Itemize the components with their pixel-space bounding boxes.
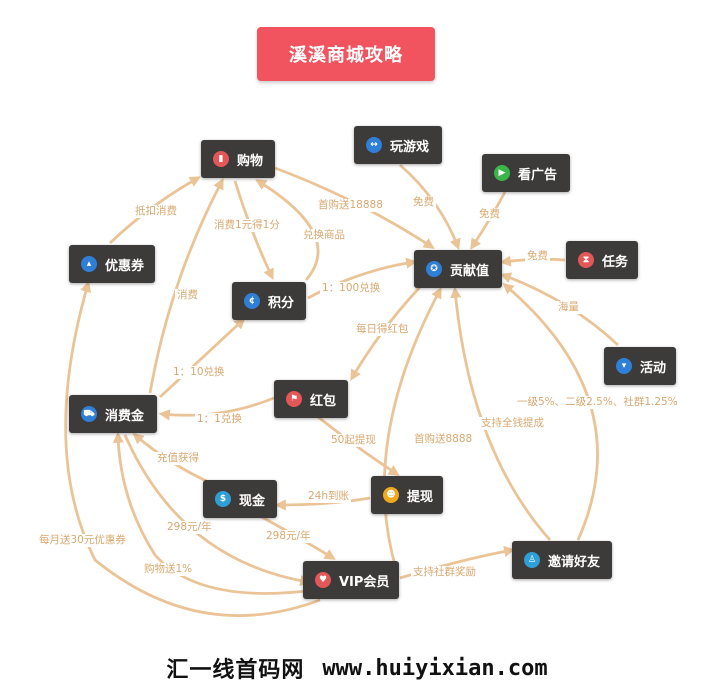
node-label: 玩游戏 [390,139,430,155]
edge-label-activity-contribution: 海量 [556,301,581,314]
node-red-packet[interactable]: ⚑ 红包 [274,380,348,418]
node-shopping[interactable]: ▮ 购物 [201,140,275,178]
edge-redpacket-withdraw [317,415,400,476]
edge-label-cash-consumption: 充值获得 [155,452,201,465]
edge-vip-coupon [64,280,321,617]
node-label: 看广告 [518,167,558,183]
play-icon: ▶ [494,165,510,181]
node-label: VIP会员 [339,574,390,590]
edge-invite-full [450,286,552,541]
node-cash[interactable]: $ 现金 [203,480,277,518]
edge-label-vip-consumption: 购物送1% [142,563,195,576]
flag-icon: ⚑ [286,391,302,407]
edge-consumption-points [159,317,246,399]
node-label: 邀请好友 [548,554,601,570]
node-label: 提现 [407,489,434,505]
edge-label-vip-contribution: 首购送8888 [412,433,475,446]
edge-label-vip-coupon: 每月送30元优惠券 [37,534,128,547]
edge-label-consumption-vip: 298元/年 [165,521,214,534]
edge-label-consumption-shopping: 消费 [175,289,200,302]
chart-icon: ▴ [81,256,97,272]
edge-consumption-vip [123,434,312,587]
node-tasks[interactable]: ⧗ 任务 [566,241,638,279]
watermark-footer: 汇一线首码网 www.huiyixian.com [0,650,714,686]
edge-invite-rebate [502,282,599,541]
node-label: 购物 [237,153,264,169]
coin-icon: ¢ [244,293,260,309]
dollar-icon: $ [215,491,231,507]
edge-points-contribution [307,257,418,300]
node-activity[interactable]: ▾ 活动 [604,347,676,385]
heart-icon: ♥ [315,572,331,588]
edge-label-contribution-redpacket: 每日得红包 [354,323,411,336]
edge-consumption-shopping [148,178,224,394]
footer-brand: 汇一线首码网 [166,658,305,683]
node-label: 消费金 [105,408,145,424]
edge-label-coupon-shopping: 抵扣消费 [133,205,179,218]
edge-vip-contribution [383,287,442,566]
edge-label-shopping-contribution: 首购送18888 [316,199,385,212]
edge-label-shopping-points: 消费1元得1分 [212,219,282,232]
node-coupon[interactable]: ▴ 优惠券 [69,245,155,283]
node-label: 积分 [268,295,295,311]
edge-label-tasks-contribution: 免费 [525,250,550,263]
edge-label-vip-invite: 支持社群奖励 [411,566,478,579]
edge-withdraw-cash [274,496,371,511]
node-contribution[interactable]: ✪ 贡献值 [414,250,502,288]
node-invite[interactable]: ♙ 邀请好友 [512,541,612,579]
node-play-games[interactable]: ↔ 玩游戏 [354,126,442,164]
shopping-bag-icon: ▮ [213,151,229,167]
edge-label-points-shopping: 兑换商品 [301,229,347,242]
node-watch-ads[interactable]: ▶ 看广告 [482,154,570,192]
edge-label-withdraw-cash: 24h到账 [306,490,352,503]
trophy-icon: ▾ [616,358,632,374]
hourglass-icon: ⧗ [578,252,594,268]
edge-vip-consumption [112,431,316,595]
node-label: 活动 [640,360,667,376]
cart-icon: ⛟ [81,406,97,422]
user-icon: ♙ [524,552,540,568]
edge-label-cash-vip: 298元/年 [264,530,313,543]
node-label: 任务 [602,254,629,270]
node-points[interactable]: ¢ 积分 [232,282,306,320]
node-label: 现金 [239,493,266,509]
gamepad-icon: ↔ [366,137,382,153]
edge-redpacket-consumption [158,396,275,421]
medal-icon: ✪ [426,261,442,277]
footer-url: www.huiyixian.com [322,655,548,681]
edge-label-play-contribution: 免费 [411,196,436,209]
node-consumption-gold[interactable]: ⛟ 消费金 [69,395,157,433]
edge-label-redpacket-consumption: 1：1兑换 [195,413,244,426]
node-label: 红包 [310,393,337,409]
smile-icon: ☻ [383,487,399,503]
edge-label-invite-rebate: 一级5%、二级2.5%、社群1.25% [515,396,680,409]
edge-label-consumption-points: 1：10兑换 [171,366,227,379]
node-vip[interactable]: ♥ VIP会员 [303,561,399,599]
edge-label-points-contribution: 1：100兑换 [320,282,383,295]
diagram-title: 溪溪商城攻略 [257,27,435,81]
edge-label-ads-contribution: 免费 [477,208,502,221]
node-withdraw[interactable]: ☻ 提现 [371,476,443,514]
node-label: 优惠券 [105,258,145,274]
edge-label-invite-full: 支持全钱提成 [479,417,546,430]
edge-label-redpacket-withdraw: 50起提现 [329,434,378,447]
node-label: 贡献值 [450,263,490,279]
